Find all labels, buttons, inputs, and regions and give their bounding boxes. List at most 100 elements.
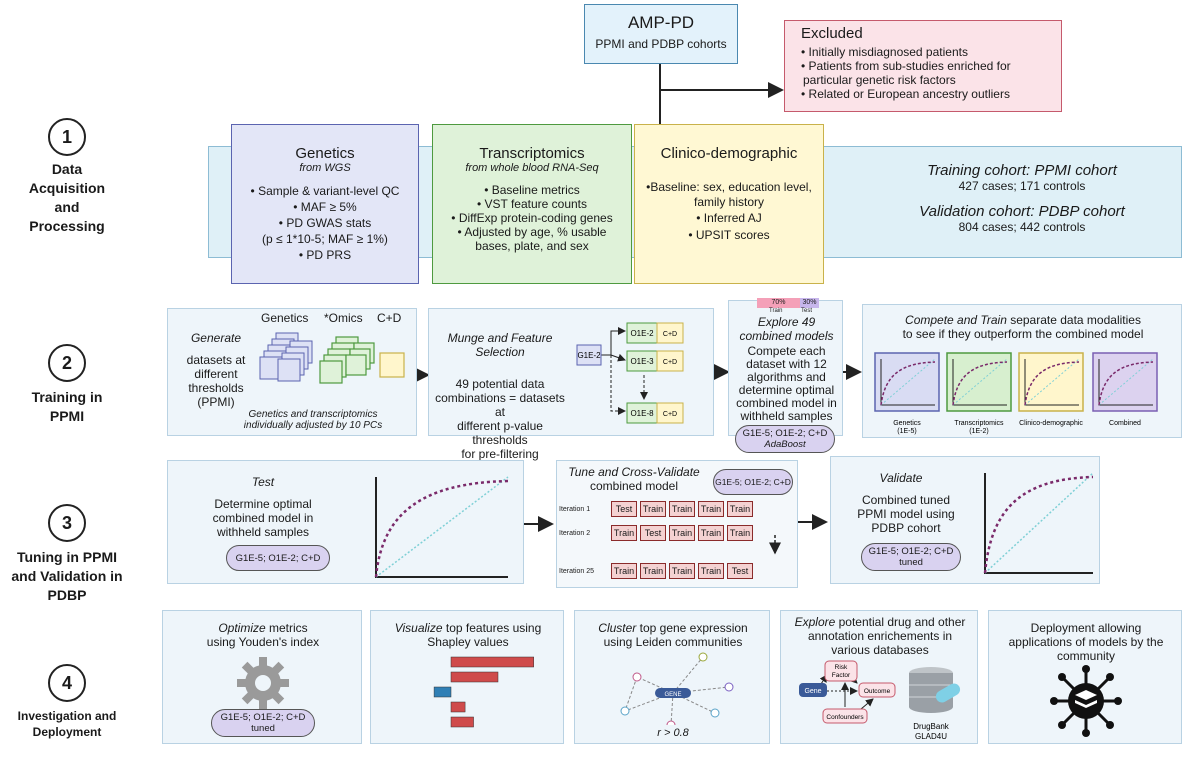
excluded-item: • Initially misdiagnosed patients: [801, 45, 968, 59]
explore-db-title-line2: annotation enrichements in: [807, 629, 953, 643]
cv-fold-cell: Test: [727, 563, 753, 579]
causal-dag: Gene Risk Factor Outcome Confounders Dru…: [799, 660, 961, 741]
o-node-1-label: O1E-2: [630, 329, 654, 338]
clinico-item: • UPSIT scores: [688, 228, 770, 242]
transcriptomics-subtitle: from whole blood RNA-Seq: [465, 162, 599, 174]
roc-mini-label: (1E-5): [897, 428, 916, 435]
optimize-title-line2: using Youden's index: [206, 635, 320, 649]
adjust-note: Genetics and transcriptomics individuall…: [243, 409, 383, 431]
cv-fold-cell: Train: [640, 563, 666, 579]
tune-subtitle: combined model: [589, 479, 679, 493]
generate-title: Generate: [190, 331, 242, 345]
stage-4: 4 Investigation and Deployment: [0, 664, 134, 740]
visualize-title-rest: top features using: [442, 621, 542, 635]
genetics-item: • PD PRS: [298, 248, 352, 262]
train-pct: 70%: [757, 298, 800, 308]
clinico-item: • Inferred AJ: [696, 211, 762, 225]
omics-column-label: *Omics: [324, 311, 363, 325]
cv-iteration-label: Iteration 1: [559, 505, 591, 513]
o-node-2-label: O1E-3: [630, 357, 654, 366]
cohorts-block: Training cohort: PPMI cohort 427 cases; …: [876, 162, 1168, 234]
transcriptomics-box: Transcriptomics from whole blood RNA-Seq…: [432, 124, 632, 284]
cluster-title-line2: using Leiden communities: [603, 635, 743, 649]
optimize-title-emph: Optimize: [218, 621, 266, 635]
deployment-text: Deployment allowing applications of mode…: [1008, 621, 1164, 663]
cluster-panel: Cluster top gene expression using Leiden…: [574, 610, 770, 744]
stage-2-label: Training in PPMI: [31, 389, 103, 424]
compete-title-emph: Compete and Train: [905, 313, 1007, 327]
training-cohort-title: Training cohort: PPMI cohort: [927, 162, 1117, 179]
cd-node-1-label: C+D: [663, 331, 677, 338]
excluded-title: Excluded: [801, 25, 863, 42]
clinico-box: Clinico-demographic •Baseline: sex, educ…: [634, 124, 824, 284]
generate-panel: Genetics *Omics C+D Generate datasets at…: [167, 308, 417, 436]
generate-text: datasets at different thresholds (PPMI): [186, 353, 246, 409]
transcriptomics-item: • VST feature counts: [476, 197, 588, 211]
gene-network: GENE: [620, 652, 734, 725]
excluded-item: • Patients from sub-studies enriched for: [801, 59, 1011, 73]
roc-mini-label: Combined: [1109, 420, 1141, 427]
deployment-network-icon: [1050, 665, 1122, 737]
db-drugbank-label: DrugBank: [913, 722, 950, 731]
gear-icon: [237, 657, 289, 709]
roc-mini-label: Genetics: [893, 420, 921, 427]
validate-model-label: G1E-5; O1E-2; C+D: [868, 546, 954, 557]
ampd-subtitle: PPMI and PDBP cohorts: [595, 37, 727, 51]
cv-fold-cell: Train: [611, 563, 637, 579]
transcriptomics-item: • DiffExp protein-coding genes: [451, 211, 613, 225]
shap-bar-chart: [433, 656, 534, 728]
clinico-item: •Baseline: sex, education level,: [646, 180, 812, 194]
munge-panel: Munge and Feature Selection 49 potential…: [428, 308, 714, 461]
test-split-label: Test: [801, 308, 813, 314]
roc-curve-grid: Genetics(1E-5)Transcriptomics(1E-2)Clini…: [874, 352, 1158, 435]
genetics-box: Genetics from WGS • Sample & variant-lev…: [231, 124, 419, 284]
stage-4-number: 4: [48, 664, 86, 702]
excluded-box: Excluded • Initially misdiagnosed patien…: [784, 20, 1062, 112]
shap-bar: [433, 686, 452, 698]
cv-fold-cell: Train: [698, 563, 724, 579]
validate-text: Combined tuned PPMI model using PDBP coh…: [857, 493, 955, 535]
stage-3-label: Tuning in PPMI and Validation in PDBP: [11, 549, 123, 603]
shap-bar: [450, 701, 466, 713]
stage-3-number: 3: [48, 504, 86, 542]
cv-fold-cell: Train: [669, 501, 695, 517]
o-node-3-label: O1E-8: [630, 409, 654, 418]
explore-panel: 70% 30% Train Test Explore 49 combined m…: [728, 298, 843, 453]
ampd-title: AMP-PD: [627, 13, 695, 32]
tune-model-pill: G1E-5; O1E-2; C+D: [713, 469, 793, 495]
shap-bar: [450, 671, 499, 683]
tune-title: Tune and Cross-Validate: [568, 465, 700, 479]
transcriptomics-item: bases, plate, and sex: [475, 239, 589, 253]
cv-fold-cell: Train: [698, 501, 724, 517]
cd-node-2-label: C+D: [663, 359, 677, 366]
best-model-label: G1E-5; O1E-2; C+D: [742, 428, 828, 439]
optimize-title-rest: metrics: [265, 621, 308, 635]
stage-1-label: Data Acquisition and Processing: [28, 161, 106, 234]
cd-node-3-label: C+D: [663, 411, 677, 418]
shap-bar: [450, 656, 534, 668]
transcriptomics-item: • Adjusted by age, % usable: [457, 225, 607, 239]
dag-risk-label-2: Factor: [832, 672, 851, 679]
cv-fold-cell: Train: [669, 563, 695, 579]
cv-iteration-label: Iteration 25: [559, 567, 595, 575]
test-model-label: G1E-5; O1E-2; C+D: [235, 552, 321, 564]
compete-title-line2: to see if they outperform the combined m…: [902, 327, 1144, 341]
excluded-item: particular genetic risk factors: [803, 73, 956, 87]
test-roc-curve: [374, 476, 509, 578]
ampd-box: AMP-PD PPMI and PDBP cohorts: [584, 4, 738, 64]
dag-risk-label: Risk: [835, 664, 848, 671]
train-test-split-bar: 70% 30%: [757, 298, 819, 308]
stage-2: 2 Training in PPMI: [0, 344, 134, 426]
cluster-title-rest: top gene expression: [636, 621, 748, 635]
explore-db-title-emph: Explore: [794, 615, 836, 629]
genetics-title: Genetics: [295, 145, 355, 162]
clinico-item: family history: [693, 195, 764, 209]
explore-title: Explore 49 combined models: [739, 315, 834, 343]
roc-mini-chart: Clinico-demographic: [1018, 352, 1084, 427]
validation-cohort-title: Validation cohort: PDBP cohort: [919, 203, 1125, 220]
train-split-label: Train: [769, 308, 783, 314]
validate-model-tuned: tuned: [899, 557, 923, 568]
tune-model-label: G1E-5; O1E-2; C+D: [715, 476, 791, 487]
genetics-item: • Sample & variant-level QC: [250, 184, 400, 198]
excluded-item: • Related or European ancestry outliers: [801, 87, 1010, 101]
